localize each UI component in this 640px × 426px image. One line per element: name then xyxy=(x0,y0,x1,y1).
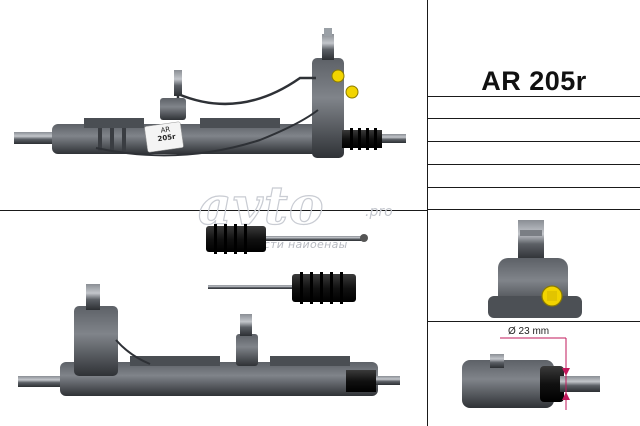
product-code: AR 205r xyxy=(481,66,587,96)
grid-line-4 xyxy=(428,164,640,165)
grid-horizontal-divider-left xyxy=(0,210,428,211)
grid-line-1 xyxy=(428,96,640,97)
grid-line-5 xyxy=(428,187,640,188)
tie-rod-with-boot-upper xyxy=(206,224,368,254)
diameter-label: Ø 23 mm xyxy=(508,326,550,337)
pinion-valve-closeup xyxy=(488,220,582,318)
grid-line-3 xyxy=(428,141,640,142)
watermark-suffix: .pro xyxy=(365,204,393,220)
grid-line-7 xyxy=(428,321,640,322)
grid-line-6 xyxy=(428,209,640,210)
steering-rack-bottom-view xyxy=(18,284,400,396)
shaft-end-closeup xyxy=(462,337,600,410)
grid-vertical-divider xyxy=(427,0,428,426)
steering-rack-top-view xyxy=(14,28,406,158)
grid-line-2 xyxy=(428,118,640,119)
tie-rod-with-boot-lower xyxy=(208,272,356,304)
